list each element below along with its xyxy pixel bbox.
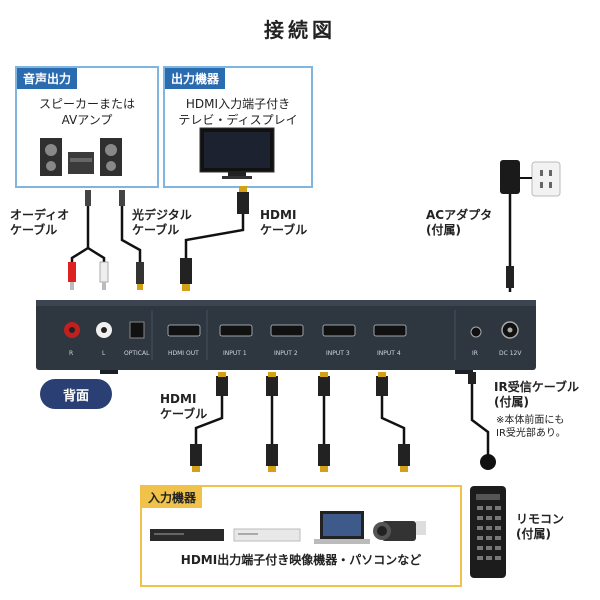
hdmi-input2-port <box>270 324 304 337</box>
optical-cable-label: 光デジタル ケーブル <box>132 208 192 237</box>
output-device-line2: テレビ・ディスプレイ <box>178 113 298 127</box>
bluray-player-icon <box>150 529 224 541</box>
hdmi-input-cables <box>194 388 406 446</box>
speaker-system-icon <box>40 138 122 176</box>
port-label-input4: INPUT 4 <box>377 350 401 357</box>
set-top-box-icon <box>233 528 301 542</box>
audio-cable-label: オーディオ ケーブル <box>10 208 70 237</box>
audio-output-line2: AVアンプ <box>61 113 113 127</box>
tv-icon <box>199 127 275 179</box>
ir-cable-label: IR受信ケーブル (付属) <box>494 380 579 409</box>
port-label-optical: OPTICAL <box>124 350 150 357</box>
port-label-r: R <box>69 350 74 357</box>
av-switch-device <box>36 300 536 374</box>
remote-label: リモコン (付属) <box>516 512 565 541</box>
hdmi-bottom-cable-label: HDMI ケーブル <box>160 392 208 421</box>
ac-adapter-label: ACアダプタ (付属) <box>426 208 493 237</box>
input-device-caption: HDMI出力端子付き映像機器・パソコンなど <box>180 553 422 567</box>
remote-control-icon <box>470 486 506 578</box>
hdmi-top-cable <box>184 200 245 262</box>
optical-jack <box>129 321 145 339</box>
output-device-box: 出力機器 HDMI入力端子付き テレビ・ディスプレイ <box>163 66 313 188</box>
port-label-hdmi-out: HDMI OUT <box>168 350 199 357</box>
port-label-ir: IR <box>472 350 478 357</box>
diagram-title: 接続図 <box>264 18 336 42</box>
ac-adapter-icon <box>500 160 561 197</box>
audio-plug-top-icon <box>85 190 91 206</box>
hdmi-plug-device-icon <box>180 258 192 284</box>
output-device-heading: 出力機器 <box>165 68 226 89</box>
ir-cable <box>470 376 490 456</box>
audio-output-box: 音声出力 スピーカーまたは AVアンプ <box>15 66 159 188</box>
hdmi-input3-port <box>322 324 356 337</box>
port-label-input2: INPUT 2 <box>274 350 298 357</box>
port-label-dc: DC 12V <box>499 350 522 357</box>
audio-output-heading: 音声出力 <box>17 68 78 89</box>
laptop-icon <box>314 511 370 544</box>
video-camera-icon <box>373 521 426 541</box>
ir-note: ※本体前面にも IR受光部あり。 <box>496 415 566 439</box>
optical-plug-top-icon <box>119 190 125 206</box>
hdmi-input4-port <box>373 324 407 337</box>
hdmi-plug-top-icon <box>237 192 249 214</box>
input-device-box: 入力機器 HDMI出力端子付き映像機器・パソコンなど <box>140 485 462 587</box>
hdmi-out-port <box>167 324 201 337</box>
hdmi-input-plugs <box>190 372 410 472</box>
optical-cable <box>120 190 142 272</box>
rear-view-badge: 背面 <box>40 379 112 409</box>
port-label-l: L <box>102 350 106 357</box>
rca-red-plug-icon <box>68 262 76 282</box>
audio-output-line1: スピーカーまたは <box>38 97 135 111</box>
input-devices-illustration <box>150 511 426 544</box>
hdmi-input1-port <box>219 324 253 337</box>
optical-plug-icon <box>136 262 144 284</box>
ir-jack <box>470 326 482 338</box>
dc-plug-icon <box>506 266 514 288</box>
ir-receiver-icon <box>480 454 496 470</box>
output-device-line1: HDMI入力端子付き <box>185 97 291 111</box>
port-label-input1: INPUT 1 <box>223 350 247 357</box>
hdmi-top-cable-label: HDMI ケーブル <box>260 208 308 237</box>
input-device-heading: 入力機器 <box>142 487 203 508</box>
rca-white-plug-icon <box>99 261 109 283</box>
port-label-input3: INPUT 3 <box>326 350 350 357</box>
